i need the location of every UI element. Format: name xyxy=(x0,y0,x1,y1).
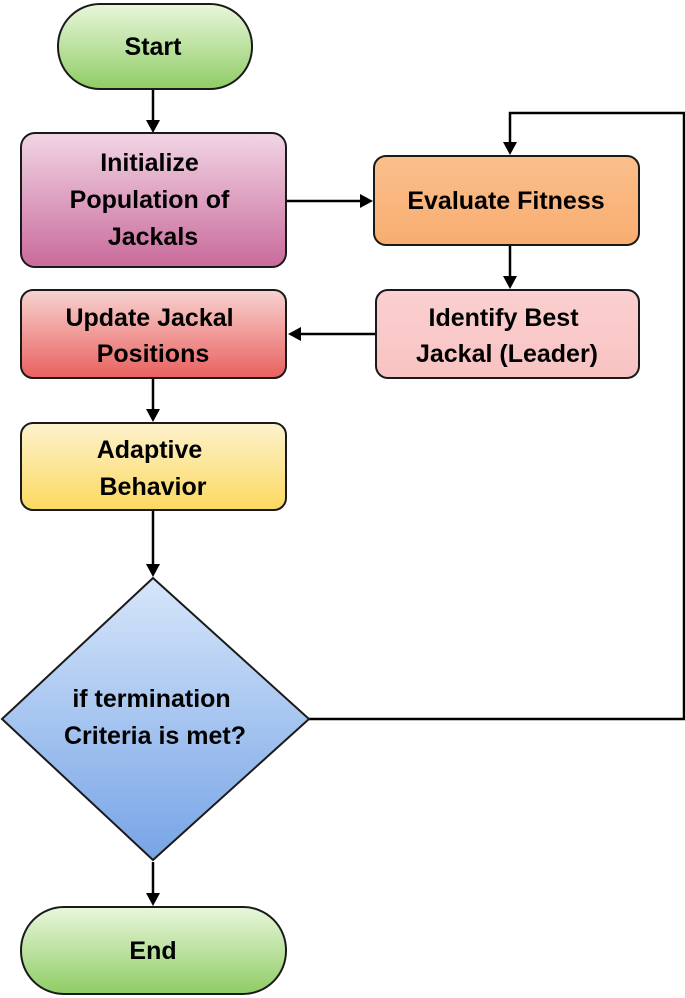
svg-text:Initialize Population: Initialize Population of Jackals xyxy=(70,149,237,251)
termination-decision-diamond: if termination Criteria is met? xyxy=(0,576,311,862)
identify-label-line-1: Identify Best xyxy=(429,304,580,332)
start-shape xyxy=(57,3,253,90)
svg-text:Update Jackal Position: Update Jackal Positions xyxy=(65,304,240,368)
identify-label-line-2: Jackal (Leader) xyxy=(416,340,598,368)
initialize-population-box: Initialize Population of Jackals xyxy=(20,132,287,268)
initialize-label-line-3: Jackals xyxy=(108,223,198,251)
update-label-line-1: Update Jackal xyxy=(65,304,233,332)
adaptive-label-line-1: Adaptive xyxy=(97,436,203,464)
decision-shape xyxy=(0,576,311,862)
adaptive-shape xyxy=(20,422,287,511)
update-jackal-positions-box: Update Jackal Positions xyxy=(20,289,287,379)
svg-text:Start: Start xyxy=(125,33,183,61)
edge-start-to-initialize xyxy=(146,90,160,133)
svg-text:Adaptive Behavior: Adaptive Behavior xyxy=(97,436,210,501)
evaluate-fitness-box: Evaluate Fitness xyxy=(373,155,640,246)
edge-identify-to-update xyxy=(288,327,376,341)
start-label: Start xyxy=(125,33,183,61)
svg-text:if termination Criteri: if termination Criteria is met? xyxy=(64,685,246,750)
start-terminator: Start xyxy=(57,3,253,90)
edge-update-to-adaptive xyxy=(146,379,160,422)
identify-shape xyxy=(375,289,640,379)
edge-initialize-to-evaluate xyxy=(287,194,373,208)
svg-text:Evaluate Fitness: Evaluate Fitness xyxy=(407,187,604,215)
svg-text:End: End xyxy=(129,937,176,965)
update-shape xyxy=(20,289,287,379)
initialize-label-line-1: Initialize xyxy=(100,149,199,177)
end-shape xyxy=(20,906,287,995)
decision-label-line-1: if termination xyxy=(72,685,230,713)
edge-adaptive-to-decision xyxy=(146,511,160,577)
evaluate-label: Evaluate Fitness xyxy=(407,187,604,215)
edge-decision-loop-to-evaluate xyxy=(309,111,685,721)
nodes: Start Initialize Population of Jackals E… xyxy=(0,3,640,995)
adaptive-behavior-box: Adaptive Behavior xyxy=(20,422,287,511)
decision-label-line-2: Criteria is met? xyxy=(64,722,246,750)
adaptive-label-line-2: Behavior xyxy=(100,473,207,501)
initialize-label-line-2: Population of xyxy=(70,186,230,214)
initialize-shape xyxy=(20,132,287,268)
edge-decision-to-end xyxy=(146,862,160,906)
svg-text:Identify Best Jackal (: Identify Best Jackal (Leader) xyxy=(416,304,598,368)
identify-best-jackal-box: Identify Best Jackal (Leader) xyxy=(375,289,640,379)
update-label-line-2: Positions xyxy=(97,340,210,368)
evaluate-shape xyxy=(373,155,640,246)
edges xyxy=(146,90,685,906)
end-terminator: End xyxy=(20,906,287,995)
end-label: End xyxy=(129,937,176,965)
edge-evaluate-to-identify xyxy=(503,246,517,289)
